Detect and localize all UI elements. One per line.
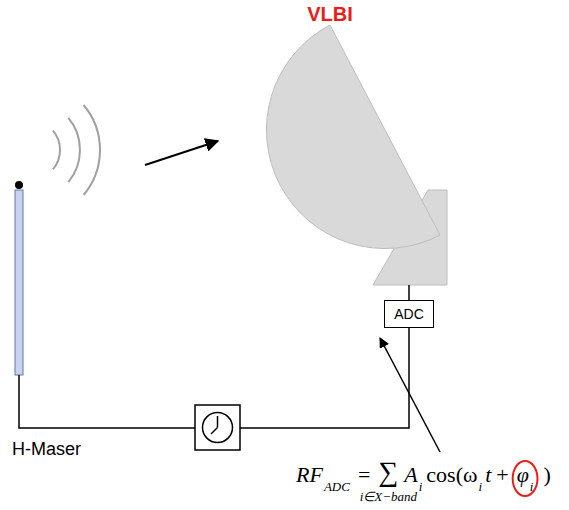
- clock-hand: [211, 428, 218, 435]
- box-label: ADC: [394, 307, 424, 321]
- formula-subscript: ADC: [324, 480, 350, 493]
- mast-tip: [15, 181, 23, 189]
- formula-subscript: i: [419, 480, 423, 493]
- formula-subscript: i: [479, 480, 483, 493]
- clock-face: [203, 413, 233, 443]
- clock-box: [195, 405, 240, 450]
- radio-wave: [68, 118, 80, 182]
- formula-symbol: A: [404, 464, 417, 486]
- signal-arrow: [145, 141, 218, 165]
- clock-hand: [217, 416, 219, 428]
- formula-function: cos(ω: [426, 464, 477, 486]
- transmitter-mast: [15, 190, 23, 375]
- formula-operator: +: [496, 464, 508, 486]
- formula-symbol: RF: [296, 464, 323, 486]
- formula-sum: ∑: [378, 458, 398, 486]
- highlight-circle: [513, 461, 538, 496]
- formula-subscript: i: [530, 480, 534, 493]
- device-label: H-Maser: [12, 440, 81, 458]
- wire: [19, 375, 195, 428]
- formula-bracket: ): [543, 464, 550, 486]
- wire: [240, 328, 409, 428]
- leader-arrow: [380, 338, 440, 452]
- diagram-title: VLBI: [307, 4, 353, 24]
- radio-wave: [53, 131, 60, 170]
- wire: [408, 285, 410, 300]
- formula-symbol: t: [485, 464, 491, 486]
- formula-operator: =: [358, 464, 370, 486]
- antenna-dish: [266, 25, 440, 249]
- formula-subscript: i∈X−band: [360, 490, 417, 503]
- converter-box: ADC: [384, 300, 434, 328]
- formula-phase: φ: [517, 464, 529, 486]
- radio-wave: [84, 105, 100, 195]
